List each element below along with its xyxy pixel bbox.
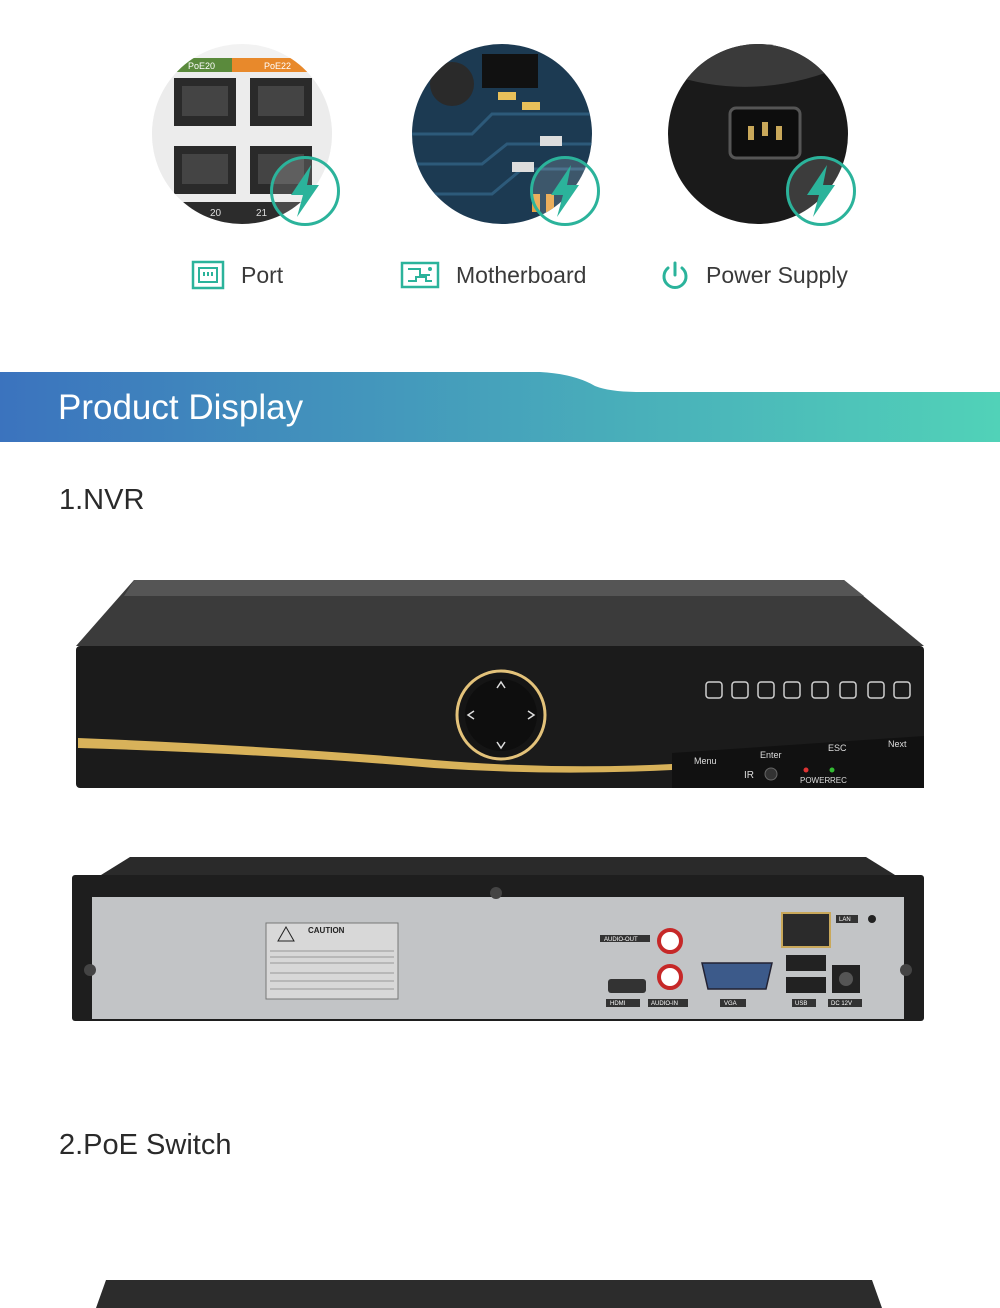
power-icon xyxy=(662,261,688,289)
caption-port: Port xyxy=(191,258,283,292)
esc-button-label: ESC xyxy=(828,743,847,753)
section-banner xyxy=(0,372,1000,442)
hdmi-label: HDMI xyxy=(610,1001,626,1007)
lightning-bolt-icon xyxy=(786,156,856,226)
usb-label: USB xyxy=(795,1001,807,1007)
nvr-front-image: Menu Enter ESC Next IR POWER REC xyxy=(76,580,924,788)
audio-out-label: AUDIO-OUT xyxy=(604,937,638,943)
ethernet-port-icon xyxy=(191,260,225,290)
circuit-board-icon xyxy=(400,261,440,289)
vga-label: VGA xyxy=(724,1001,737,1007)
caption-power-supply: Power Supply xyxy=(660,258,848,292)
feature-motherboard xyxy=(400,44,600,234)
section-title-nvr: 1.NVR xyxy=(59,484,145,516)
port-label-left: PoE20 xyxy=(188,61,215,71)
lightning-bolt-icon xyxy=(530,156,600,226)
nvr-back-image: CAUTION AUDIO-OUT AUDIO-IN HDMI VGA USB … xyxy=(72,857,924,1021)
next-button-label: Next xyxy=(888,739,907,749)
lightning-bolt-icon xyxy=(270,156,340,226)
lan-label: LAN xyxy=(839,917,851,923)
rec-led-label: REC xyxy=(830,776,847,785)
caution-label: CAUTION xyxy=(308,926,345,935)
power-led-label: POWER xyxy=(800,776,830,785)
ir-label: IR xyxy=(744,770,754,781)
port-number-20: 20 xyxy=(210,208,222,219)
port-label-right: PoE22 xyxy=(264,61,291,71)
caption-port-label: Port xyxy=(241,261,284,288)
caption-motherboard-label: Motherboard xyxy=(456,261,587,288)
dc-label: DC 12V xyxy=(831,1001,852,1007)
menu-button-label: Menu xyxy=(694,756,717,766)
feature-port: PoE20 PoE22 20 21 xyxy=(140,44,340,234)
banner-title: Product Display xyxy=(58,388,304,427)
audio-in-label: AUDIO-IN xyxy=(651,1001,678,1007)
enter-button-label: Enter xyxy=(760,750,782,760)
feature-power-supply xyxy=(656,44,856,234)
caption-power-supply-label: Power Supply xyxy=(706,261,848,288)
port-number-21: 21 xyxy=(256,208,268,219)
section-title-poe-switch: 2.PoE Switch xyxy=(59,1129,232,1161)
caption-motherboard: Motherboard xyxy=(400,258,586,292)
poe-switch-image xyxy=(96,1280,882,1308)
